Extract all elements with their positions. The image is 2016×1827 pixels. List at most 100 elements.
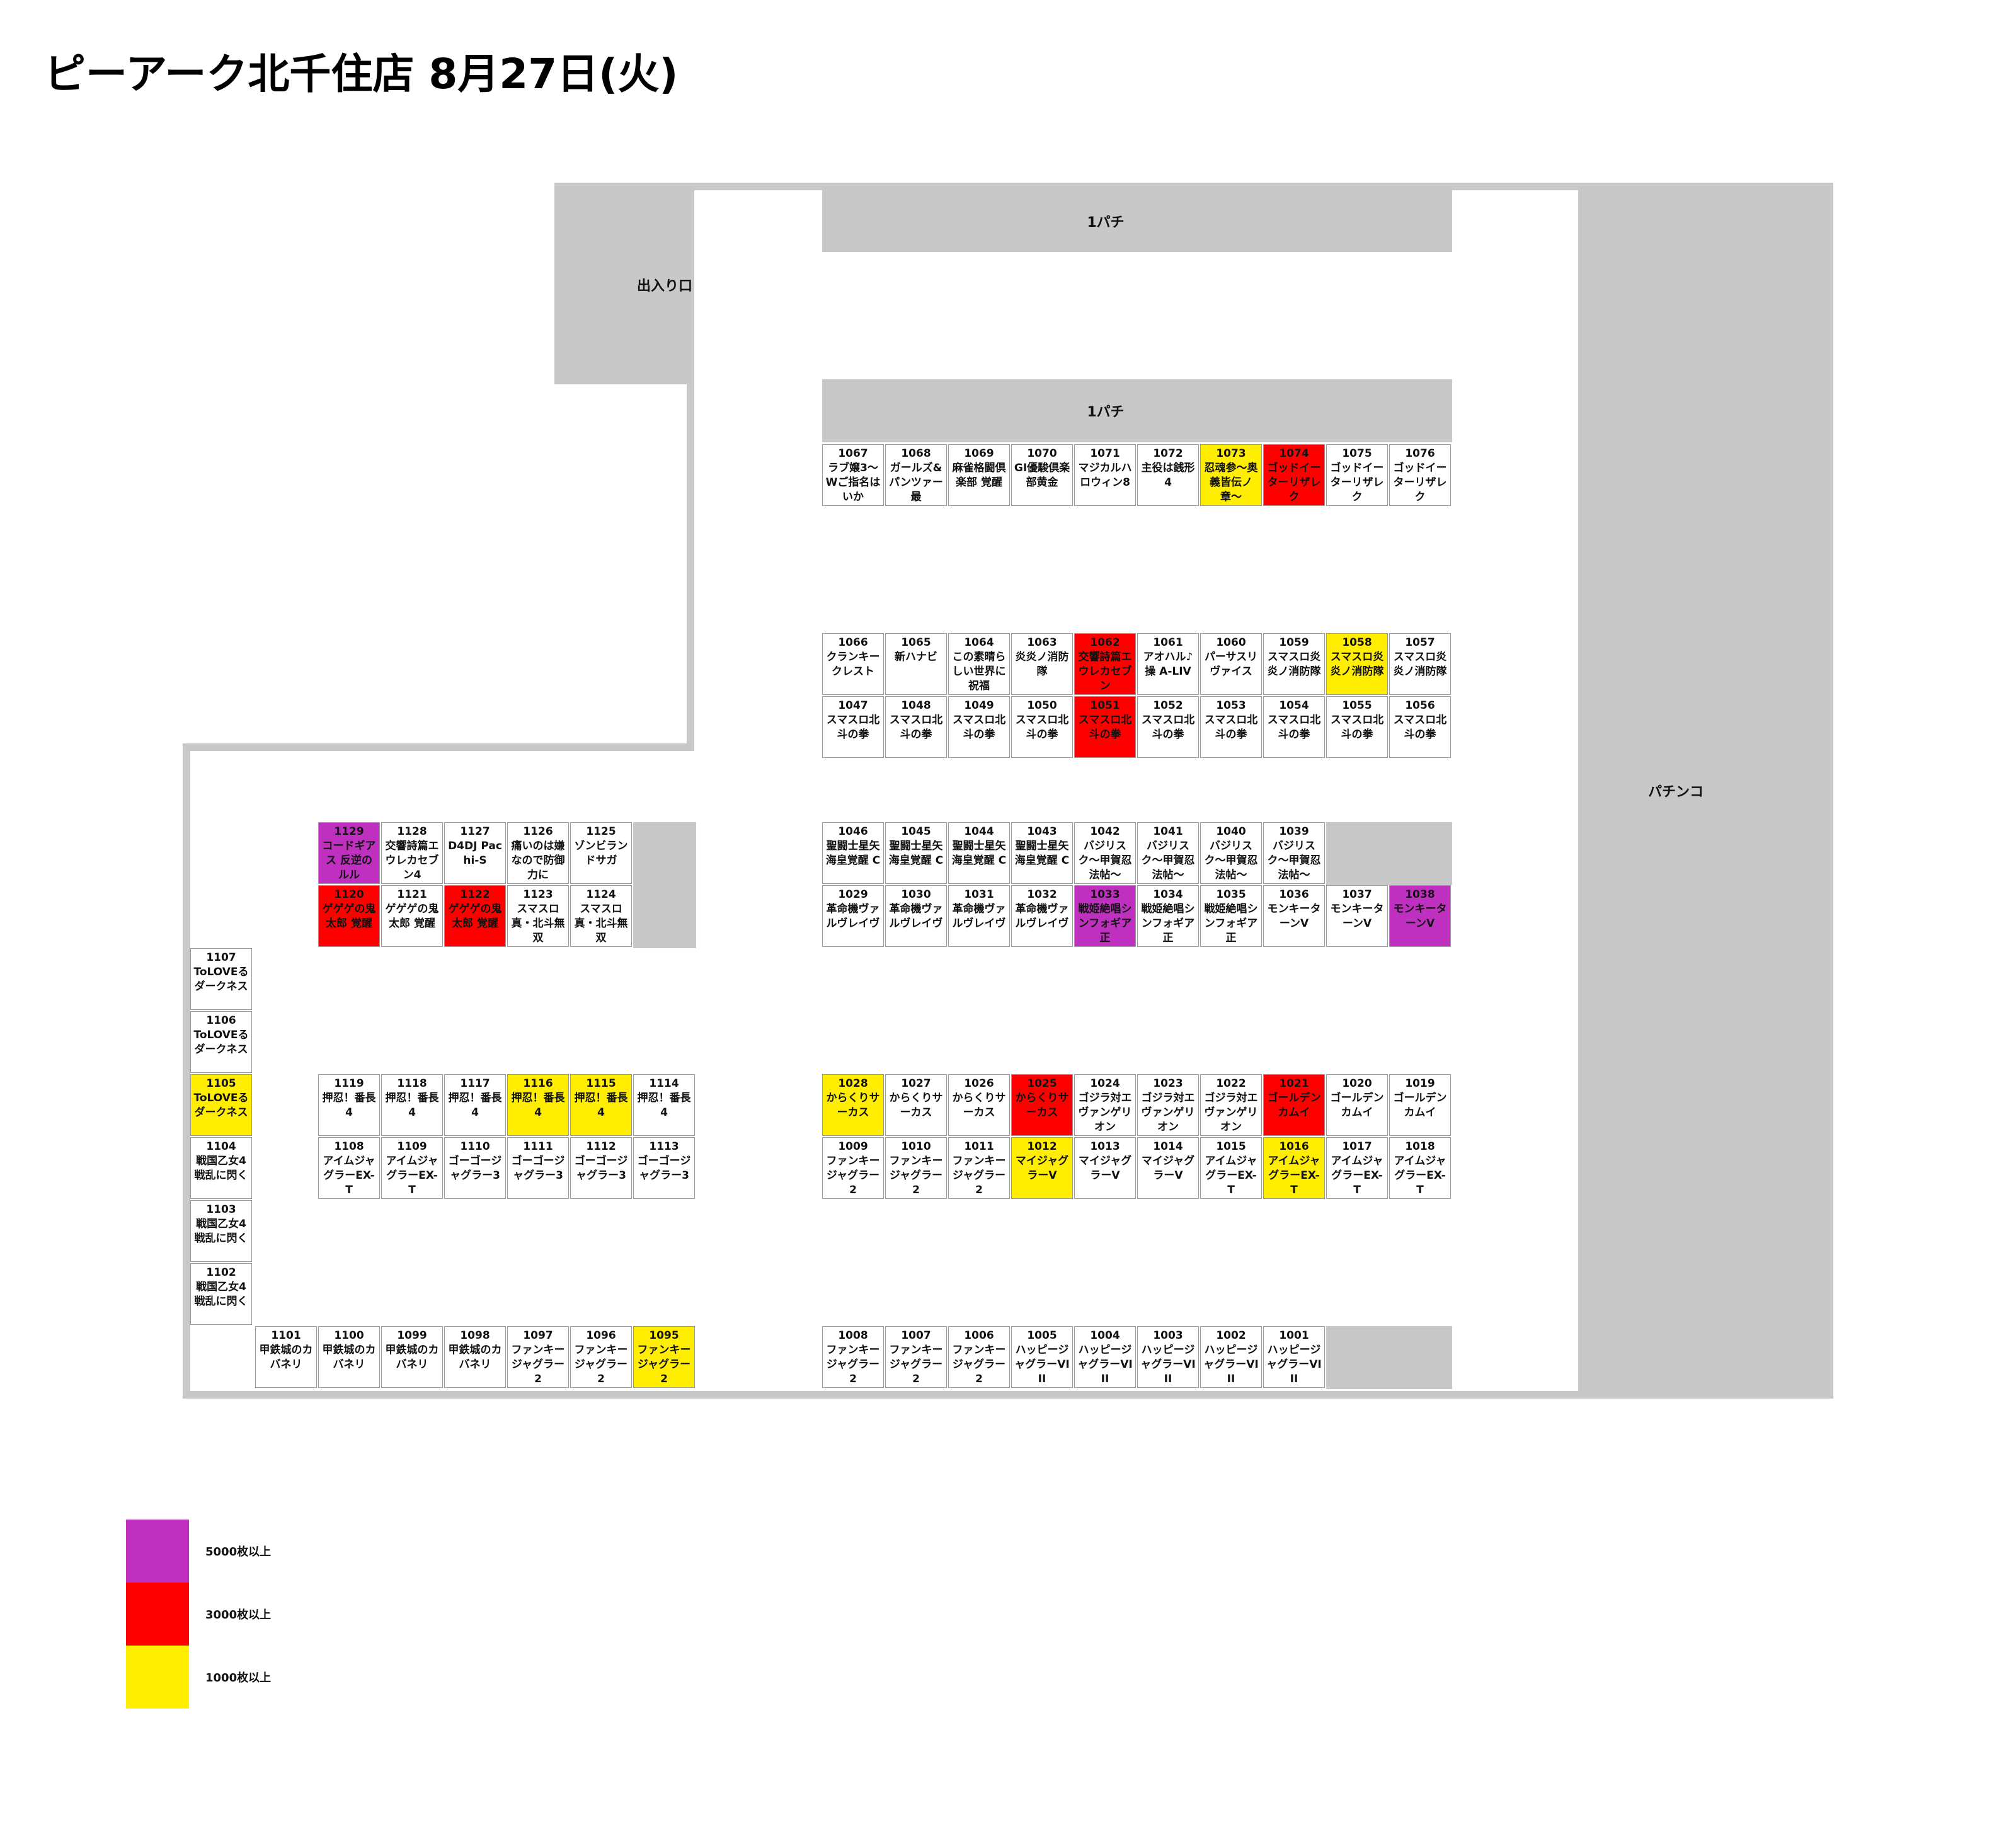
machine-1045[interactable]: 1045聖闘士星矢 海皇覚醒 C: [885, 822, 947, 884]
machine-1068[interactable]: 1068ガールズ&パンツァー 最: [885, 444, 947, 506]
machine-1069[interactable]: 1069麻雀格闘倶楽部 覚醒: [948, 444, 1010, 506]
machine-1033[interactable]: 1033戦姫絶唱シンフォギア 正: [1074, 885, 1136, 947]
machine-1050[interactable]: 1050スマスロ北斗の拳: [1011, 696, 1073, 758]
machine-1114[interactable]: 1114押忍！番長4: [633, 1074, 695, 1136]
machine-1026[interactable]: 1026からくりサーカス: [948, 1074, 1010, 1136]
machine-1016[interactable]: 1016アイムジャグラーEX-T: [1263, 1137, 1325, 1199]
machine-1065[interactable]: 1065新ハナビ: [885, 633, 947, 695]
machine-1099[interactable]: 1099甲鉄城のカバネリ: [381, 1326, 443, 1388]
machine-1028[interactable]: 1028からくりサーカス: [822, 1074, 884, 1136]
machine-1118[interactable]: 1118押忍！番長4: [381, 1074, 443, 1136]
machine-1097[interactable]: 1097ファンキージャグラー2: [507, 1326, 569, 1388]
machine-1076[interactable]: 1076ゴッドイーターリザレク: [1389, 444, 1451, 506]
machine-1004[interactable]: 1004ハッピージャグラーVIII: [1074, 1326, 1136, 1388]
machine-1063[interactable]: 1063炎炎ノ消防隊: [1011, 633, 1073, 695]
machine-1095[interactable]: 1095ファンキージャグラー2: [633, 1326, 695, 1388]
machine-1039[interactable]: 1039バジリスク〜甲賀忍法帖〜: [1263, 822, 1325, 884]
machine-1070[interactable]: 1070GI優駿倶楽部黄金: [1011, 444, 1073, 506]
machine-1012[interactable]: 1012マイジャグラーV: [1011, 1137, 1073, 1199]
machine-1121[interactable]: 1121ゲゲゲの鬼太郎 覚醒: [381, 885, 443, 947]
machine-1123[interactable]: 1123スマスロ真・北斗無双: [507, 885, 569, 947]
machine-1029[interactable]: 1029革命機ヴァルヴレイヴ: [822, 885, 884, 947]
machine-1101[interactable]: 1101甲鉄城のカバネリ: [255, 1326, 317, 1388]
machine-1110[interactable]: 1110ゴーゴージャグラー3: [444, 1137, 506, 1199]
machine-1117[interactable]: 1117押忍！番長4: [444, 1074, 506, 1136]
machine-1043[interactable]: 1043聖闘士星矢 海皇覚醒 C: [1011, 822, 1073, 884]
machine-1055[interactable]: 1055スマスロ北斗の拳: [1326, 696, 1388, 758]
machine-1119[interactable]: 1119押忍！番長4: [318, 1074, 380, 1136]
machine-1015[interactable]: 1015アイムジャグラーEX-T: [1200, 1137, 1262, 1199]
machine-1017[interactable]: 1017アイムジャグラーEX-T: [1326, 1137, 1388, 1199]
machine-1019[interactable]: 1019ゴールデンカムイ: [1389, 1074, 1451, 1136]
machine-1038[interactable]: 1038モンキーターンV: [1389, 885, 1451, 947]
machine-1030[interactable]: 1030革命機ヴァルヴレイヴ: [885, 885, 947, 947]
machine-1116[interactable]: 1116押忍！番長4: [507, 1074, 569, 1136]
machine-1032[interactable]: 1032革命機ヴァルヴレイヴ: [1011, 885, 1073, 947]
machine-1053[interactable]: 1053スマスロ北斗の拳: [1200, 696, 1262, 758]
machine-1021[interactable]: 1021ゴールデンカムイ: [1263, 1074, 1325, 1136]
machine-1109[interactable]: 1109アイムジャグラーEX-T: [381, 1137, 443, 1199]
machine-1011[interactable]: 1011ファンキージャグラー2: [948, 1137, 1010, 1199]
machine-1037[interactable]: 1037モンキーターンV: [1326, 885, 1388, 947]
machine-1122[interactable]: 1122ゲゲゲの鬼太郎 覚醒: [444, 885, 506, 947]
machine-1052[interactable]: 1052スマスロ北斗の拳: [1137, 696, 1199, 758]
machine-1014[interactable]: 1014マイジャグラーV: [1137, 1137, 1199, 1199]
machine-1003[interactable]: 1003ハッピージャグラーVIII: [1137, 1326, 1199, 1388]
machine-1124[interactable]: 1124スマスロ真・北斗無双: [570, 885, 632, 947]
machine-1007[interactable]: 1007ファンキージャグラー2: [885, 1326, 947, 1388]
machine-1031[interactable]: 1031革命機ヴァルヴレイヴ: [948, 885, 1010, 947]
machine-1057[interactable]: 1057スマスロ炎炎ノ消防隊: [1389, 633, 1451, 695]
machine-1125[interactable]: 1125ゾンビランドサガ: [570, 822, 632, 884]
machine-1098[interactable]: 1098甲鉄城のカバネリ: [444, 1326, 506, 1388]
machine-1072[interactable]: 1072主役は銭形4: [1137, 444, 1199, 506]
machine-1113[interactable]: 1113ゴーゴージャグラー3: [633, 1137, 695, 1199]
machine-1059[interactable]: 1059スマスロ炎炎ノ消防隊: [1263, 633, 1325, 695]
machine-1073[interactable]: 1073忍魂参〜奥義皆伝ノ章〜: [1200, 444, 1262, 506]
machine-1025[interactable]: 1025からくりサーカス: [1011, 1074, 1073, 1136]
machine-1034[interactable]: 1034戦姫絶唱シンフォギア 正: [1137, 885, 1199, 947]
machine-1120[interactable]: 1120ゲゲゲの鬼太郎 覚醒: [318, 885, 380, 947]
machine-1013[interactable]: 1013マイジャグラーV: [1074, 1137, 1136, 1199]
machine-1035[interactable]: 1035戦姫絶唱シンフォギア 正: [1200, 885, 1262, 947]
machine-1105[interactable]: 1105ToLOVEるダークネス: [190, 1074, 252, 1136]
machine-1108[interactable]: 1108アイムジャグラーEX-T: [318, 1137, 380, 1199]
machine-1102[interactable]: 1102戦国乙女4 戦乱に閃く: [190, 1263, 252, 1325]
machine-1104[interactable]: 1104戦国乙女4 戦乱に閃く: [190, 1137, 252, 1199]
machine-1075[interactable]: 1075ゴッドイーターリザレク: [1326, 444, 1388, 506]
machine-1042[interactable]: 1042バジリスク〜甲賀忍法帖〜: [1074, 822, 1136, 884]
machine-1128[interactable]: 1128交響詩篇エウレカセブン4: [381, 822, 443, 884]
machine-1074[interactable]: 1074ゴッドイーターリザレク: [1263, 444, 1325, 506]
machine-1107[interactable]: 1107ToLOVEるダークネス: [190, 948, 252, 1010]
machine-1040[interactable]: 1040バジリスク〜甲賀忍法帖〜: [1200, 822, 1262, 884]
machine-1009[interactable]: 1009ファンキージャグラー2: [822, 1137, 884, 1199]
machine-1018[interactable]: 1018アイムジャグラーEX-T: [1389, 1137, 1451, 1199]
machine-1126[interactable]: 1126痛いのは嫌なので防御力に: [507, 822, 569, 884]
machine-1024[interactable]: 1024ゴジラ対エヴァンゲリオン: [1074, 1074, 1136, 1136]
machine-1044[interactable]: 1044聖闘士星矢 海皇覚醒 C: [948, 822, 1010, 884]
machine-1067[interactable]: 1067ラブ嬢3〜Wご指名はいか: [822, 444, 884, 506]
machine-1112[interactable]: 1112ゴーゴージャグラー3: [570, 1137, 632, 1199]
machine-1048[interactable]: 1048スマスロ北斗の拳: [885, 696, 947, 758]
machine-1020[interactable]: 1020ゴールデンカムイ: [1326, 1074, 1388, 1136]
machine-1041[interactable]: 1041バジリスク〜甲賀忍法帖〜: [1137, 822, 1199, 884]
machine-1129[interactable]: 1129コードギアス 反逆のルル: [318, 822, 380, 884]
machine-1046[interactable]: 1046聖闘士星矢 海皇覚醒 C: [822, 822, 884, 884]
machine-1062[interactable]: 1062交響詩篇エウレカセブン: [1074, 633, 1136, 695]
machine-1060[interactable]: 1060パーサスリヴァイス: [1200, 633, 1262, 695]
machine-1064[interactable]: 1064この素晴らしい世界に祝福: [948, 633, 1010, 695]
machine-1115[interactable]: 1115押忍！番長4: [570, 1074, 632, 1136]
machine-1058[interactable]: 1058スマスロ炎炎ノ消防隊: [1326, 633, 1388, 695]
machine-1096[interactable]: 1096ファンキージャグラー2: [570, 1326, 632, 1388]
machine-1061[interactable]: 1061アオハル♪操 A-LIV: [1137, 633, 1199, 695]
machine-1001[interactable]: 1001ハッピージャグラーVIII: [1263, 1326, 1325, 1388]
machine-1022[interactable]: 1022ゴジラ対エヴァンゲリオン: [1200, 1074, 1262, 1136]
machine-1047[interactable]: 1047スマスロ北斗の拳: [822, 696, 884, 758]
machine-1127[interactable]: 1127D4DJ Pachi-S: [444, 822, 506, 884]
machine-1027[interactable]: 1027からくりサーカス: [885, 1074, 947, 1136]
machine-1106[interactable]: 1106ToLOVEるダークネス: [190, 1011, 252, 1073]
machine-1008[interactable]: 1008ファンキージャグラー2: [822, 1326, 884, 1388]
machine-1036[interactable]: 1036モンキーターンV: [1263, 885, 1325, 947]
machine-1066[interactable]: 1066クランキークレスト: [822, 633, 884, 695]
machine-1006[interactable]: 1006ファンキージャグラー2: [948, 1326, 1010, 1388]
machine-1071[interactable]: 1071マジカルハロウィン8: [1074, 444, 1136, 506]
